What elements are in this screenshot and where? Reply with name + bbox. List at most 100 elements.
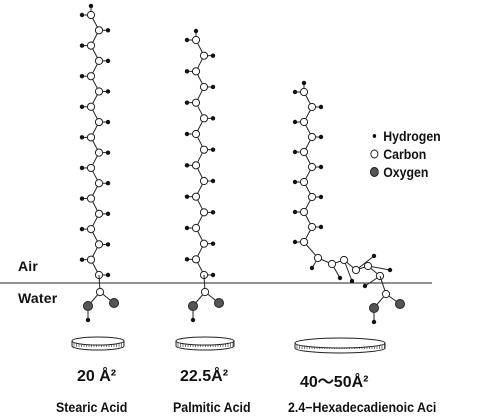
oxygen-atom [83, 301, 93, 311]
hydrogen-atom [309, 265, 315, 271]
hydrogen-atom [184, 131, 190, 137]
hydrogen-atom [318, 224, 324, 230]
carbon-atom [199, 51, 209, 60]
carbon-atom [307, 162, 317, 172]
carbon-atom [86, 102, 96, 111]
hydrogen-atom [292, 149, 298, 155]
carbon-atom [94, 148, 104, 157]
hydrogen-atom [79, 165, 85, 171]
hydrogen-atom [337, 275, 343, 281]
carbon-atom [307, 192, 317, 202]
hydrogen-atom [292, 119, 298, 125]
hydrogen-atom [79, 196, 85, 201]
hydrogen-atom [79, 43, 85, 48]
hydrogen-atom [292, 89, 298, 95]
hydrogen-atom [318, 194, 324, 200]
carbon-atom [307, 102, 317, 112]
hydrogen-atom [184, 69, 190, 74]
legend-hydrogen-label: Hydrogen [383, 128, 441, 144]
legend-hydrogen: Hydrogen [370, 128, 441, 144]
hydrogen-atom [371, 319, 377, 325]
hydrogen-atom [105, 242, 111, 247]
hydrogen-atom [210, 84, 216, 90]
oxygen-atom-icon [370, 167, 379, 177]
carbon-atom [299, 177, 309, 187]
carbon-atom [199, 176, 209, 186]
hydrogen-atom [362, 283, 368, 289]
hydrogen-atom [371, 253, 377, 259]
carbon-atom [86, 163, 96, 173]
carbon-atom [363, 261, 373, 271]
hydrogen-atom [301, 80, 307, 86]
hydrogen-atom [210, 53, 216, 58]
hydrogen-atom [105, 89, 111, 94]
carbon-atom [199, 114, 209, 123]
hydrogen-atom [210, 272, 216, 278]
palmitic-acid-molecule [184, 28, 224, 323]
legend-carbon-label: Carbon [383, 146, 427, 162]
disc-top [71, 336, 125, 346]
hydrogen-atom [105, 119, 111, 125]
hydrogen-atom [349, 278, 355, 284]
carbon-atom [94, 179, 104, 188]
oxygen-atom [214, 298, 224, 308]
carbon-atom [191, 35, 201, 45]
hydrogen-atom [184, 163, 190, 168]
area-discs [71, 336, 386, 354]
hydrogen-atom [184, 37, 190, 43]
hydrogen-atom [210, 116, 216, 121]
carbon-atom [191, 98, 201, 107]
oxygen-atom [188, 301, 198, 311]
hydrogen-atom [292, 179, 298, 185]
disc-top [294, 337, 386, 349]
disc-top [175, 336, 235, 346]
hydrogen-atom [387, 267, 393, 273]
air-label: Air [18, 258, 39, 274]
carbon-atom [299, 237, 309, 247]
hydrogen-atom [79, 12, 85, 18]
carbon-atom [299, 117, 309, 127]
carbon-atom [191, 67, 201, 76]
hexadecadienoic-name-label: 2.4−Hexadecadienoic Aci [288, 400, 437, 415]
carbon-atom [86, 225, 96, 234]
hexadecadienoic-acid-molecule [292, 80, 405, 325]
carbon-atom [94, 209, 104, 218]
carbon-atom [191, 161, 201, 170]
hydrogen-atom [210, 178, 216, 184]
hydrogen-atom [105, 28, 111, 33]
oxygen-atom [369, 303, 379, 313]
hydrogen-atom [184, 100, 190, 105]
carbon-atom [94, 240, 104, 249]
carbon-atom [86, 255, 96, 264]
palmitic-area-label: 22.5Å² [180, 368, 229, 385]
carbon-atom [199, 208, 209, 217]
stearic-area-label: 20 Å² [77, 368, 117, 385]
hydrogen-atom [79, 135, 85, 140]
legend-carbon: Carbon [370, 146, 426, 162]
hydrogen-atom [79, 104, 85, 109]
hexadecadienoic-area-disc [294, 337, 386, 354]
hydrogen-atom [210, 147, 216, 152]
hydrogen-atom [88, 3, 94, 9]
carbon-atom [200, 287, 210, 297]
carbon-atom [86, 41, 96, 50]
carbon-atom [95, 287, 105, 297]
hydrogen-atom [210, 241, 216, 246]
hydrogen-atom [318, 164, 324, 170]
water-label: Water [18, 290, 58, 306]
stearic-acid-molecule [79, 3, 119, 323]
hydrogen-atom [318, 134, 324, 140]
carbon-atom [191, 223, 201, 233]
stearic-name-label: Stearic Acid [56, 400, 128, 415]
hydrogen-atom [193, 28, 199, 34]
carbon-atom [299, 207, 309, 217]
carbon-atom [94, 117, 104, 127]
hydrogen-atom [105, 211, 111, 217]
carbon-atom [351, 265, 361, 275]
hydrogen-atom-icon [372, 134, 377, 138]
carbon-atom [199, 82, 209, 92]
hydrogen-atom [184, 194, 190, 199]
hydrogen-atom [79, 226, 85, 232]
palmitic-area-disc [175, 336, 235, 351]
